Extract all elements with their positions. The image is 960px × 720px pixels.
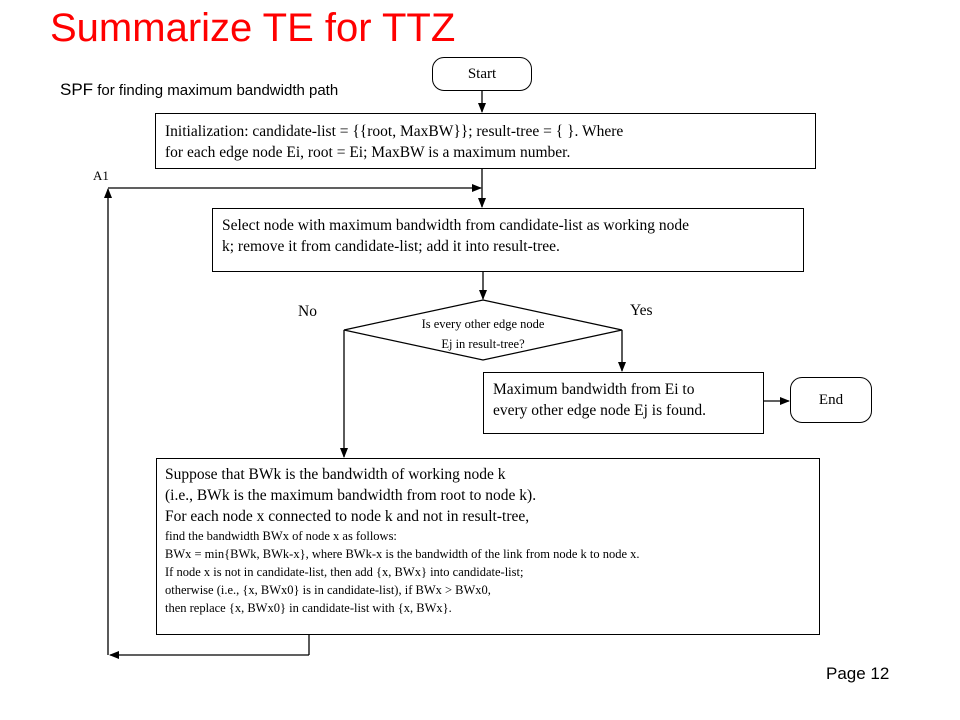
slide-subtitle: SPF for finding maximum bandwidth path [60, 80, 338, 100]
decision-line: Is every other edge node [421, 317, 545, 331]
suppose-line: If node x is not in candidate-list, then… [165, 565, 524, 579]
decision-diamond [343, 299, 623, 361]
select-line: k; remove it from candidate-list; add it… [222, 238, 560, 255]
end-node: End [790, 377, 872, 423]
page-number: Page 12 [826, 664, 890, 683]
select-line: Select node with maximum bandwidth from … [222, 217, 690, 234]
yes-label: Yes [630, 302, 653, 319]
decision-line: Ej in result-tree? [441, 337, 525, 351]
found-line: Maximum bandwidth from Ei to [493, 381, 695, 398]
suppose-line: otherwise (i.e., {x, BWx0} is in candida… [165, 583, 491, 597]
init-line: for each edge node Ei, root = Ei; MaxBW … [165, 144, 571, 161]
suppose-line: find the bandwidth BWx of node x as foll… [165, 529, 397, 543]
suppose-line: For each node x connected to node k and … [165, 508, 530, 525]
select-node-box: Select node with maximum bandwidth from … [212, 208, 804, 272]
suppose-line: then replace {x, BWx0} in candidate-list… [165, 601, 452, 615]
initialization-box: Initialization: candidate-list = {{root,… [155, 113, 816, 169]
suppose-line: Suppose that BWk is the bandwidth of wor… [165, 466, 506, 483]
slide-title: Summarize TE for TTZ [50, 6, 456, 50]
found-line: every other edge node Ej is found. [493, 402, 707, 419]
decision-text: Is every other edge node Ej in result-tr… [348, 314, 618, 354]
start-node: Start [432, 57, 532, 91]
suppose-line: BWx = min{BWk, BWk-x}, where BWk-x is th… [165, 547, 640, 561]
init-line: Initialization: candidate-list = {{root,… [165, 123, 624, 140]
update-candidates-box: Suppose that BWk is the bandwidth of wor… [156, 458, 820, 635]
subtitle-prefix: SPF [60, 80, 94, 99]
subtitle-rest: for finding maximum bandwidth path [93, 82, 339, 99]
no-label: No [298, 303, 317, 320]
suppose-line: (i.e., BWk is the maximum bandwidth from… [165, 487, 537, 504]
loop-label-a1: A1 [93, 168, 109, 183]
result-found-box: Maximum bandwidth from Ei to every other… [483, 372, 764, 434]
